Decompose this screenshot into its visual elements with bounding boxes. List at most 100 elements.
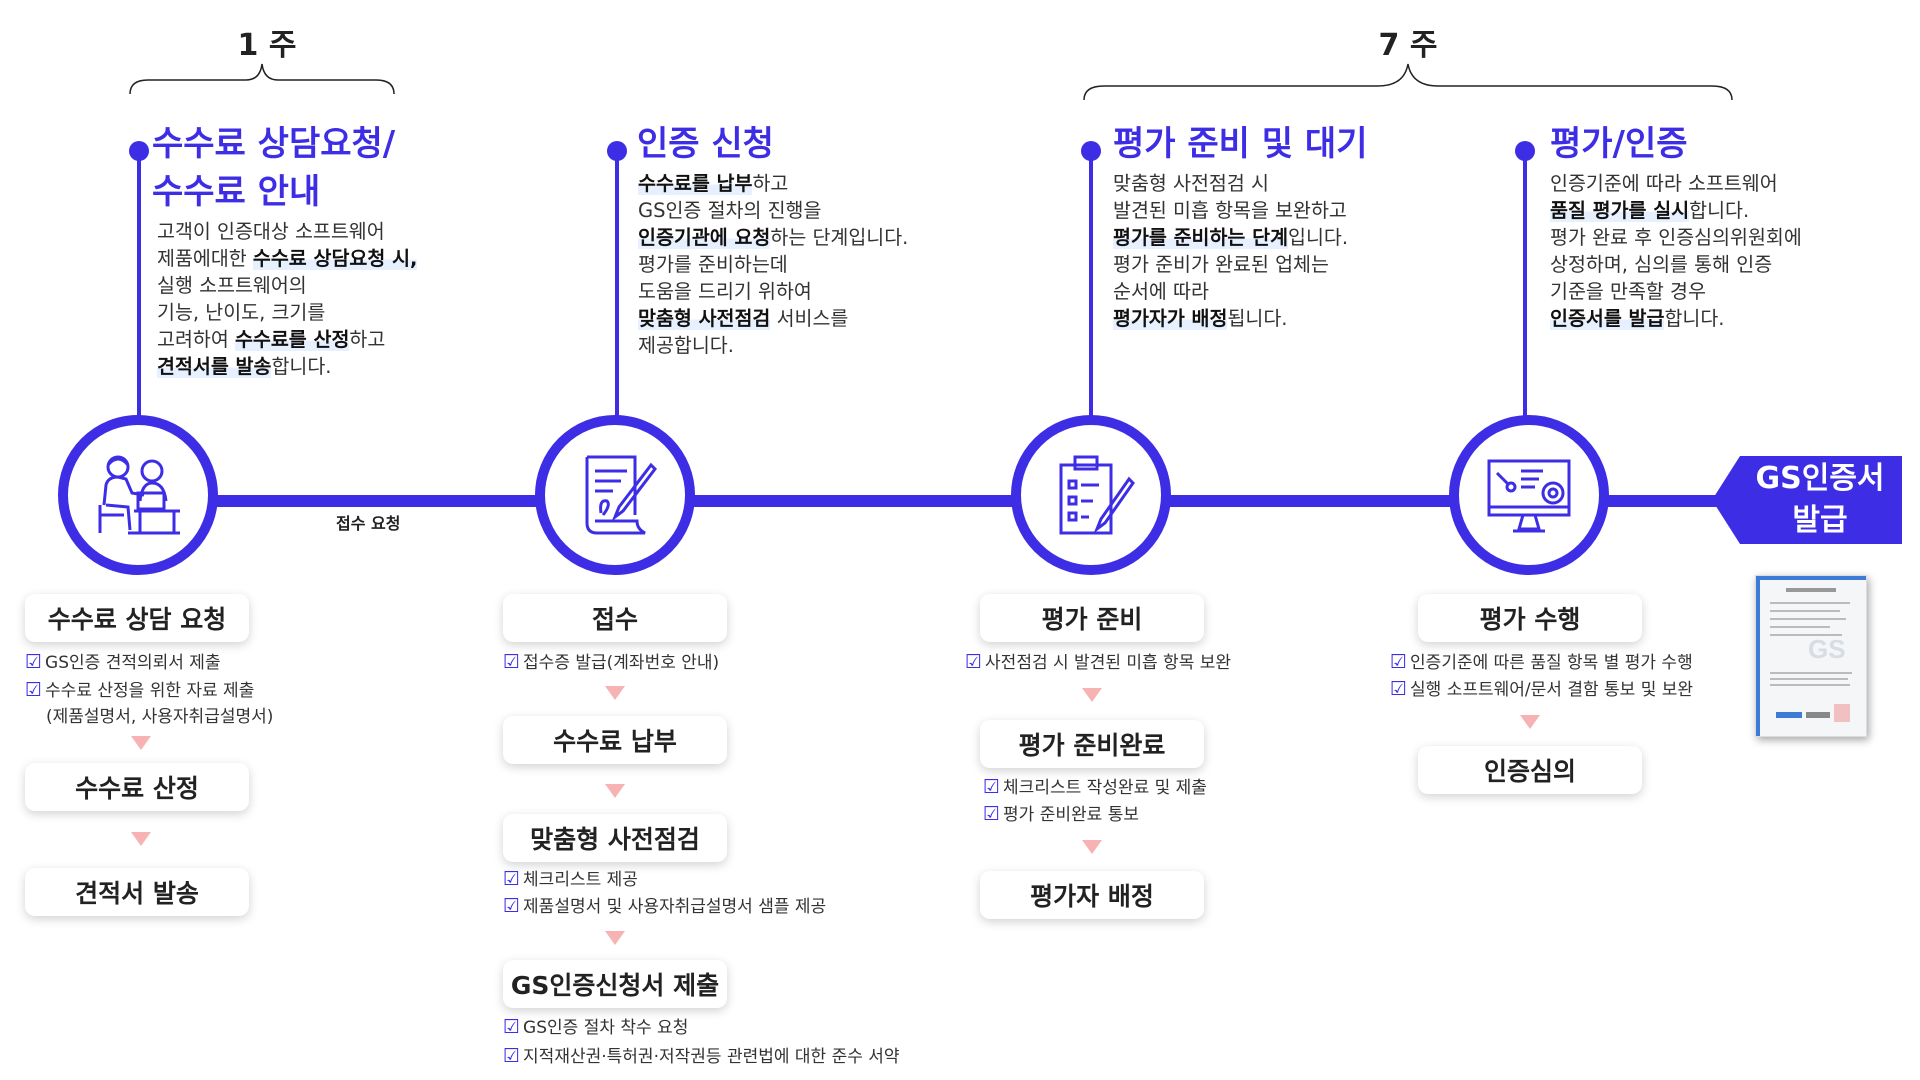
- check-item: ☑체크리스트 작성완료 및 제출: [983, 776, 1207, 798]
- step-fee-calculation: 수수료 산정: [25, 763, 249, 811]
- step-gs-application-submission: GS인증신청서 제출: [503, 960, 727, 1008]
- certificate-image: GS: [1755, 575, 1867, 737]
- final-badge-line-2: 발급: [1792, 503, 1848, 538]
- description-line: 기준을 만족할 경우: [1550, 278, 1802, 305]
- down-arrow: [131, 832, 151, 846]
- description-line: 도움을 드리기 위하여: [638, 278, 908, 305]
- stage-2-title-line-1: 인증 신청: [637, 124, 774, 164]
- text: 합니다.: [271, 355, 332, 378]
- description-line: 평가자가 배정됩니다.: [1113, 305, 1348, 332]
- text: 맞춤형 사전점검 시: [1113, 172, 1269, 195]
- description-line: 기능, 난이도, 크기를: [157, 299, 417, 326]
- text: 평가 준비가 완료된 업체는: [1113, 253, 1329, 276]
- check-item: ☑지적재산권·특허권·저작권등 관련법에 대한 준수 서약: [503, 1045, 900, 1067]
- description-line: 품질 평가를 실시합니다.: [1550, 197, 1802, 224]
- stage-3-circle: [1011, 415, 1171, 575]
- description-line: 제품에대한 수수료 상담요청 시,: [157, 245, 418, 272]
- step-fee-payment: 수수료 납부: [503, 716, 727, 764]
- check-item: ☑GS인증 절차 착수 요청: [503, 1016, 689, 1038]
- down-arrow: [605, 686, 625, 700]
- text: 발견된 미흡 항목을 보완하고: [1113, 199, 1347, 222]
- stage-2-connector-line: [615, 150, 619, 420]
- text: 실행 소프트웨어의: [157, 274, 307, 297]
- check-item: ☑인증기준에 따른 품질 항목 별 평가 수행: [1390, 651, 1693, 673]
- check-item: ☑접수증 발급(계좌번호 안내): [503, 651, 720, 673]
- stage-3-title-line-1: 평가 준비 및 대기: [1113, 124, 1368, 164]
- stage-1-title-line-1: 수수료 상담요청/: [152, 124, 396, 164]
- check-item: ☑GS인증 견적의뢰서 제출: [25, 651, 221, 673]
- step-evaluation-preparation: 평가 준비: [980, 594, 1204, 642]
- final-badge-line-1: GS인증서: [1755, 461, 1885, 496]
- text: 하고: [752, 172, 789, 195]
- description-line: 수수료를 납부하고: [638, 170, 908, 197]
- text: 합니다.: [1689, 199, 1750, 222]
- check-item: ☑수수료 산정을 위한 자료 제출: [25, 679, 255, 701]
- highlighted-text: 인증서를 발급: [1550, 307, 1665, 330]
- description-line: 상정하며, 심의를 통해 인증: [1550, 251, 1802, 278]
- description-line: 제공합니다.: [638, 332, 908, 359]
- highlighted-text: 수수료를 산정: [234, 328, 350, 351]
- text: 기준을 만족할 경우: [1550, 280, 1706, 303]
- description-line: 평가를 준비하는데: [638, 251, 908, 278]
- text: 입니다.: [1288, 226, 1349, 249]
- consultation-icon: [98, 455, 180, 535]
- text: 평가 완료 후 인증심의위원회에: [1550, 226, 1802, 249]
- description-line: 맞춤형 사전점검 시: [1113, 170, 1348, 197]
- step-custom-precheck: 맞춤형 사전점검: [503, 814, 727, 862]
- description-line: 평가 준비가 완료된 업체는: [1113, 251, 1348, 278]
- step-fee-consultation-request: 수수료 상담 요청: [25, 594, 249, 642]
- text: 상정하며, 심의를 통해 인증: [1550, 253, 1773, 276]
- text: 합니다.: [1664, 307, 1725, 330]
- text: 서비스를: [770, 307, 849, 330]
- down-arrow: [131, 736, 151, 750]
- description-line: 인증기준에 따라 소프트웨어: [1550, 170, 1802, 197]
- text: 평가를 준비하는데: [638, 253, 788, 276]
- description-line: 인증기관에 요청하는 단계입니다.: [638, 224, 908, 251]
- stage-2-circle: [535, 415, 695, 575]
- step-reception: 접수: [503, 594, 727, 642]
- stage-1-title-line-2: 수수료 안내: [152, 172, 321, 212]
- description-line: 실행 소프트웨어의: [157, 272, 417, 299]
- stage-1-connector-line: [137, 150, 141, 420]
- highlighted-text: 수수료 상담요청 시,: [252, 247, 418, 270]
- text: 기능, 난이도, 크기를: [157, 301, 326, 324]
- highlighted-text: 인증기관에 요청: [638, 226, 771, 249]
- stage-4-title: 평가/인증: [1550, 120, 1688, 168]
- step-evaluation-execution: 평가 수행: [1418, 594, 1642, 642]
- check-note: (제품설명서, 사용자취급설명서): [46, 707, 274, 727]
- text: 제공합니다.: [638, 334, 734, 357]
- svg-text:GS: GS: [1808, 634, 1846, 664]
- stage-4-connector-line: [1523, 150, 1527, 420]
- highlighted-text: 견적서를 발송: [157, 355, 272, 378]
- down-arrow: [1082, 688, 1102, 702]
- document-signing-icon: [585, 455, 657, 535]
- check-item: ☑제품설명서 및 사용자취급설명서 샘플 제공: [503, 895, 827, 917]
- description-line: 평가 완료 후 인증심의위원회에: [1550, 224, 1802, 251]
- text: 인증기준에 따라 소프트웨어: [1550, 172, 1778, 195]
- stage-4-circle: [1449, 415, 1609, 575]
- description-line: 견적서를 발송합니다.: [157, 353, 417, 380]
- text: 하는 단계입니다.: [770, 226, 909, 249]
- clipboard-checklist-icon: [1059, 455, 1135, 535]
- description-line: 평가를 준비하는 단계입니다.: [1113, 224, 1348, 251]
- text: 제품에대한: [157, 247, 253, 270]
- description-line: GS인증 절차의 진행을: [638, 197, 908, 224]
- duration-label-1: 1 주: [237, 28, 297, 63]
- check-item: ☑실행 소프트웨어/문서 결함 통보 및 보완: [1390, 678, 1694, 700]
- stage-4-title-line-1: 평가/인증: [1550, 124, 1688, 164]
- description-line: 발견된 미흡 항목을 보완하고: [1113, 197, 1348, 224]
- check-item: ☑사전점검 시 발견된 미흡 항목 보완: [965, 651, 1232, 673]
- step-certification-review: 인증심의: [1418, 746, 1642, 794]
- monitor-settings-icon: [1487, 459, 1571, 533]
- highlighted-text: 수수료를 납부: [638, 172, 753, 195]
- highlighted-text: 평가를 준비하는 단계: [1113, 226, 1289, 249]
- final-badge-label: GS인증서 발급: [1740, 458, 1900, 542]
- text: 도움을 드리기 위하여: [638, 280, 812, 303]
- description-line: 맞춤형 사전점검 서비스를: [638, 305, 908, 332]
- connector-label: 접수 요청: [336, 514, 401, 533]
- text: 순서에 따라: [1113, 280, 1209, 303]
- description-line: 순서에 따라: [1113, 278, 1348, 305]
